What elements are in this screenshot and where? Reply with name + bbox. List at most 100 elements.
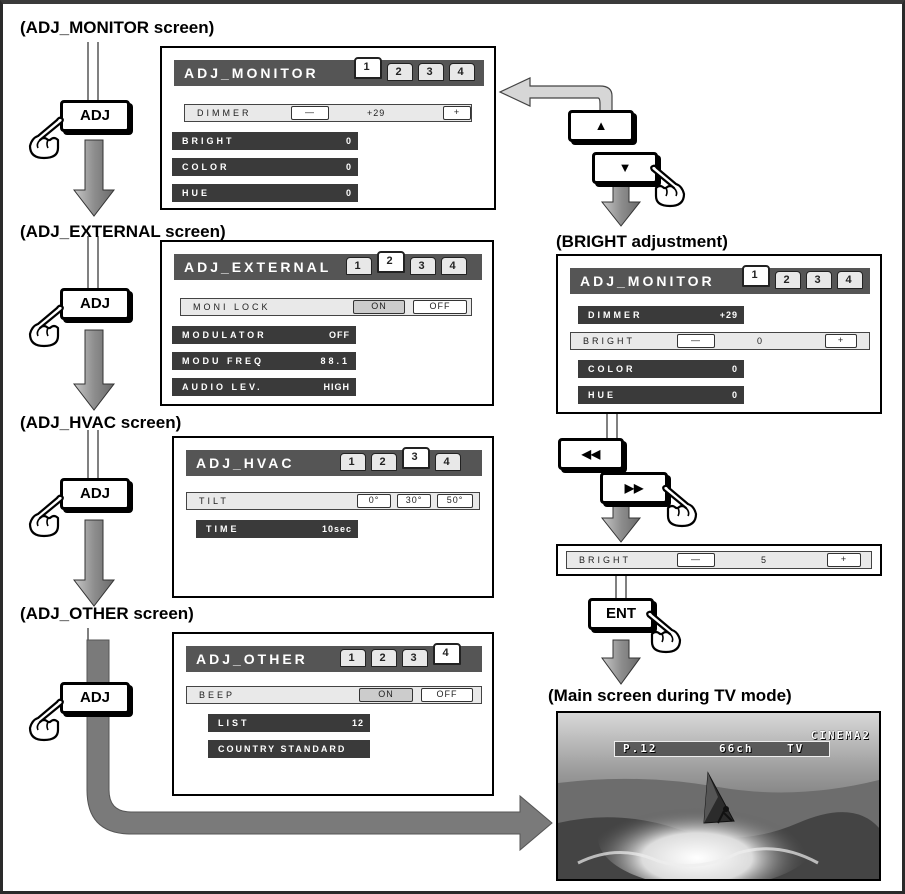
audio-lev-row[interactable]: AUDIO LEV.HIGH: [172, 378, 356, 396]
time-row[interactable]: TIME 10sec: [196, 520, 358, 538]
up-button[interactable]: ▲: [568, 110, 634, 142]
pointing-hand-icon: [650, 164, 686, 208]
adj-button-2[interactable]: ADJ: [60, 288, 130, 320]
country-standard-row[interactable]: COUNTRY STANDARD: [208, 740, 370, 758]
on-option[interactable]: ON: [353, 300, 405, 314]
tv-channel: 66ch: [719, 742, 754, 755]
off-option[interactable]: OFF: [413, 300, 467, 314]
minus-button[interactable]: —: [677, 553, 715, 567]
tab-1[interactable]: 1: [340, 453, 366, 471]
time-label: TIME: [206, 524, 240, 534]
color-row[interactable]: COLOR 0: [578, 360, 744, 378]
tab-2[interactable]: 2: [775, 271, 801, 289]
ent-button[interactable]: ENT: [588, 598, 654, 630]
windsurfer-photo: [558, 713, 879, 879]
section-label-bright: (BRIGHT adjustment): [556, 232, 728, 251]
tilt-option-50[interactable]: 50°: [437, 494, 473, 508]
bright-row-selected[interactable]: BRIGHT — 0 +: [570, 332, 870, 350]
tab-4[interactable]: 4: [433, 643, 461, 665]
tab-3[interactable]: 3: [806, 271, 832, 289]
audio-lev-value: HIGH: [323, 382, 350, 392]
tab-1[interactable]: 1: [346, 257, 372, 275]
panel-title-bar: ADJ_MONITOR 1 2 3 4: [174, 57, 484, 86]
tab-2[interactable]: 2: [371, 453, 397, 471]
tab-4[interactable]: 4: [435, 453, 461, 471]
pointing-hand-icon: [28, 116, 64, 160]
tilt-label: TILT: [199, 496, 229, 506]
adj-button-3[interactable]: ADJ: [60, 478, 130, 510]
plus-button[interactable]: +: [825, 334, 857, 348]
hue-label: HUE: [182, 188, 211, 198]
color-value: 0: [345, 162, 352, 172]
plus-button[interactable]: +: [443, 106, 471, 120]
tab-2[interactable]: 2: [377, 251, 405, 273]
bright-row-adjusted[interactable]: BRIGHT — 5 +: [566, 551, 872, 569]
back-to-dimmer-arrow: [498, 77, 613, 113]
adj-button-1[interactable]: ADJ: [60, 100, 130, 132]
moni-lock-row[interactable]: MONI LOCK ON OFF: [180, 298, 472, 316]
on-option[interactable]: ON: [359, 688, 413, 702]
tab-strip: 1 2 3 4: [340, 643, 461, 667]
tv-source-label: CINEMA2: [810, 729, 871, 742]
hue-row[interactable]: HUE 0: [578, 386, 744, 404]
hue-label: HUE: [588, 390, 617, 400]
tilt-row[interactable]: TILT 0° 30° 50°: [186, 492, 480, 510]
tab-4[interactable]: 4: [441, 257, 467, 275]
tab-strip: 1 2 3 4: [354, 57, 475, 81]
tilt-option-0[interactable]: 0°: [357, 494, 391, 508]
dimmer-label: DIMMER: [588, 310, 643, 320]
panel-title-bar: ADJ_HVAC 1 2 3 4: [186, 447, 482, 476]
hue-value: 0: [731, 390, 738, 400]
beep-label: BEEP: [199, 690, 236, 700]
tab-3[interactable]: 3: [402, 649, 428, 667]
bright-bar-panel: BRIGHT — 5 +: [556, 544, 882, 576]
dimmer-value: +29: [719, 310, 738, 320]
tv-info-bar: P.12 66ch TV: [614, 741, 830, 757]
plus-button[interactable]: +: [827, 553, 861, 567]
time-value: 10sec: [321, 524, 352, 534]
tv-mode: TV: [787, 742, 805, 755]
bright-adjust-panel: ADJ_MONITOR 1 2 3 4 DIMMER+29 BRIGHT — 0…: [556, 254, 882, 414]
adj-external-panel: ADJ_EXTERNAL 1 2 3 4 MONI LOCK ON OFF MO…: [160, 240, 494, 406]
minus-button[interactable]: —: [291, 106, 329, 120]
dimmer-row[interactable]: DIMMER — +29 +: [184, 104, 472, 122]
tab-1[interactable]: 1: [354, 57, 382, 79]
tab-1[interactable]: 1: [742, 265, 770, 287]
section-label-other: (ADJ_OTHER screen): [20, 604, 194, 623]
panel-title: ADJ_HVAC: [196, 455, 295, 471]
off-option[interactable]: OFF: [421, 688, 473, 702]
minus-button[interactable]: —: [677, 334, 715, 348]
tab-4[interactable]: 4: [837, 271, 863, 289]
panel-title-bar: ADJ_OTHER 1 2 3 4: [186, 643, 482, 672]
rewind-button[interactable]: ◀◀: [558, 438, 624, 470]
tab-strip: 1 2 3 4: [742, 265, 863, 289]
tab-3[interactable]: 3: [402, 447, 430, 469]
adj-button-4[interactable]: ADJ: [60, 682, 130, 714]
tab-4[interactable]: 4: [449, 63, 475, 81]
down-button[interactable]: ▼: [592, 152, 658, 184]
bright-value: 0: [757, 336, 764, 346]
tab-3[interactable]: 3: [410, 257, 436, 275]
color-label: COLOR: [588, 364, 636, 374]
beep-row[interactable]: BEEP ON OFF: [186, 686, 482, 704]
tab-strip: 1 2 3 4: [340, 447, 461, 471]
tab-2[interactable]: 2: [387, 63, 413, 81]
color-value: 0: [731, 364, 738, 374]
tv-main-screen: CINEMA2 P.12 66ch TV: [556, 711, 881, 881]
section-label-hvac: (ADJ_HVAC screen): [20, 413, 182, 432]
tilt-option-30[interactable]: 30°: [397, 494, 431, 508]
tab-1[interactable]: 1: [340, 649, 366, 667]
tab-2[interactable]: 2: [371, 649, 397, 667]
moni-lock-label: MONI LOCK: [193, 302, 271, 312]
tab-3[interactable]: 3: [418, 63, 444, 81]
forward-button[interactable]: ▶▶: [600, 472, 668, 504]
dimmer-row[interactable]: DIMMER +29: [578, 306, 744, 324]
